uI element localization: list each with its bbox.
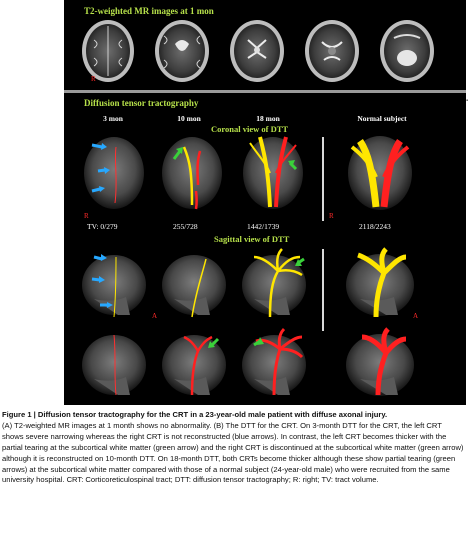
sagittal-anterior-marker-3mon: A xyxy=(152,312,158,320)
blue-arrow-icon xyxy=(93,254,107,261)
coronal-18mon xyxy=(243,136,303,209)
green-arrow-icon xyxy=(172,147,183,160)
axial-slice-5 xyxy=(380,20,434,82)
coronal-3mon xyxy=(84,137,144,209)
green-arrow-icon xyxy=(295,257,305,266)
coronal-normal xyxy=(348,136,412,210)
axial-slice-1 xyxy=(82,20,134,82)
figure-image: T2-weighted MR images at 1 mon xyxy=(64,0,466,405)
blue-arrow-icon xyxy=(91,276,105,283)
column-header-18mon: 18 mon xyxy=(256,114,280,123)
panel-a-title: T2-weighted MR images at 1 mon xyxy=(84,6,214,16)
figure-label: Figure 1 xyxy=(2,410,32,419)
tract-volume-10mon: 255/728 xyxy=(173,222,198,231)
tract-volume-18mon: 1442/1739 xyxy=(247,222,280,231)
sagittal-left-18mon xyxy=(242,248,306,318)
caption-body: (A) T2-weighted MR images at 1 month sho… xyxy=(2,420,464,485)
blue-arrow-icon xyxy=(100,302,113,308)
panel-b-title: Diffusion tensor tractography xyxy=(84,98,199,108)
tract-volume-3mon: TV: 0/279 xyxy=(87,222,118,231)
axial-slice-3 xyxy=(230,20,284,82)
column-header-normal: Normal subject xyxy=(357,114,407,123)
sagittal-anterior-marker-normal: A xyxy=(413,312,419,320)
blue-arrow-icon xyxy=(97,167,110,174)
normal-divider-sagittal xyxy=(322,249,324,331)
panel-a: T2-weighted MR images at 1 mon xyxy=(64,0,466,93)
caption-title: Diffusion tensor tractography for the CR… xyxy=(37,410,388,419)
column-header-3mon: 3 mon xyxy=(103,114,123,123)
axial-slice-4 xyxy=(305,20,359,82)
axial-slice-2 xyxy=(155,20,209,82)
coronal-dtt-row xyxy=(84,136,412,210)
sagittal-right-3mon xyxy=(82,334,146,396)
sagittal-heading: Sagittal view of DTT xyxy=(214,234,290,244)
coronal-10mon xyxy=(162,137,222,210)
normal-divider-coronal xyxy=(322,137,324,221)
coronal-right-marker-normal: R xyxy=(329,212,334,220)
sagittal-right-10mon xyxy=(162,335,226,396)
green-arrow-icon xyxy=(208,337,220,348)
tract-volume-normal: 2118/2243 xyxy=(359,222,391,231)
green-arrow-icon xyxy=(253,337,264,347)
blue-arrow-icon xyxy=(91,186,105,193)
caption-title-line: Figure 1 | Diffusion tensor tractography… xyxy=(2,410,464,421)
coronal-right-marker-3mon: R xyxy=(84,212,89,220)
sagittal-right-normal xyxy=(346,327,414,396)
column-header-10mon: 10 mon xyxy=(177,114,201,123)
page-margin-mark: ▪ xyxy=(466,98,469,104)
figure-caption: Figure 1 | Diffusion tensor tractography… xyxy=(2,410,464,486)
green-arrow-icon xyxy=(288,160,298,171)
sagittal-left-3mon xyxy=(82,254,146,318)
blue-arrow-icon xyxy=(91,143,107,150)
panel-a-right-marker: R xyxy=(91,75,96,83)
sagittal-left-10mon xyxy=(162,255,226,318)
coronal-heading: Coronal view of DTT xyxy=(211,124,289,134)
panel-b: Diffusion tensor tractography 3 mon 10 m… xyxy=(64,93,466,405)
caption-separator: | xyxy=(33,410,36,419)
sagittal-left-normal xyxy=(346,247,414,318)
axial-mri-row xyxy=(82,20,434,82)
sagittal-right-18mon xyxy=(242,327,306,396)
sagittal-dtt-rows xyxy=(82,247,414,396)
